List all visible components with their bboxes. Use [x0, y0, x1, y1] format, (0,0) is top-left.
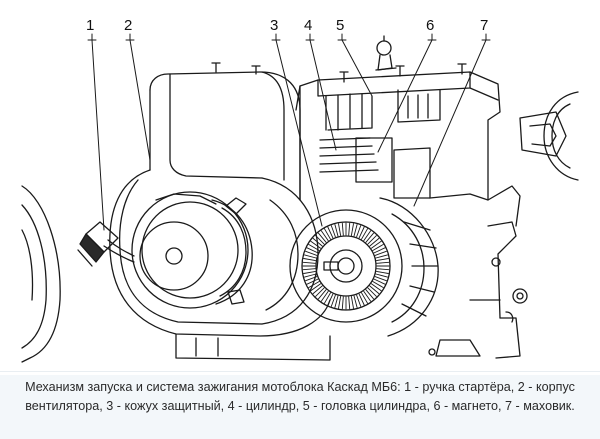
- grille-slot: [317, 289, 327, 300]
- grille-slot: [315, 287, 325, 297]
- callout-label-6: 6: [426, 17, 434, 34]
- grille-slot: [373, 247, 386, 254]
- grille-slot: [305, 276, 318, 282]
- grille-slot: [306, 278, 319, 285]
- grille-slot: [372, 244, 384, 251]
- cylinder-block: [211, 35, 501, 201]
- left-cover-part: [21, 185, 61, 363]
- pointer-lines: [87, 33, 491, 231]
- grille-slot: [361, 228, 368, 240]
- grille-slot: [315, 235, 325, 245]
- grille-slot: [330, 294, 336, 307]
- grille-slot: [369, 237, 380, 247]
- grille-slot: [356, 225, 362, 238]
- grille-slot: [320, 230, 329, 242]
- grille-slot: [302, 268, 316, 271]
- caption-text: Механизм запуска и система зажигания мот…: [25, 380, 575, 413]
- grille-slot: [310, 283, 322, 292]
- engine-diagram: 1 2 3 4 5 6 7: [0, 17, 600, 372]
- recoil-starter: [131, 191, 253, 309]
- grille-slot: [304, 273, 317, 278]
- grille-slot: [348, 296, 351, 310]
- grille-slot: [374, 250, 387, 256]
- grille-slot: [376, 261, 390, 264]
- callout-label-7: 7: [480, 17, 488, 34]
- fan-housing: [109, 71, 331, 361]
- callout-label-5: 5: [336, 17, 344, 34]
- grille-slot: [367, 287, 377, 297]
- grille-slot: [374, 276, 387, 282]
- callout-label-4: 4: [304, 17, 312, 34]
- grille-slot: [376, 258, 389, 262]
- grille-slot: [327, 226, 334, 239]
- grille-slot: [334, 295, 339, 308]
- grille-slot: [338, 223, 342, 236]
- grille-slot: [375, 273, 388, 278]
- grille-slot: [303, 258, 316, 262]
- grille-slot: [365, 289, 375, 300]
- grille-slot: [358, 293, 365, 306]
- grille-slot: [367, 235, 377, 245]
- grille-slot: [376, 270, 389, 274]
- grille-slot: [358, 226, 365, 239]
- grille-slot: [320, 290, 329, 302]
- grille-slot: [372, 281, 384, 288]
- grille-slot: [317, 232, 327, 243]
- grille-slot: [350, 296, 354, 309]
- grille-slot: [302, 261, 316, 264]
- grille-slot: [327, 293, 334, 306]
- grille-slot: [312, 237, 323, 247]
- grille-slot: [353, 295, 358, 308]
- starter-handle: [77, 221, 135, 267]
- grille-slot: [330, 225, 336, 238]
- grille-slot: [348, 222, 351, 236]
- grille-slot: [376, 268, 390, 271]
- callout-label-3: 3: [270, 17, 278, 34]
- grille-slot: [308, 244, 320, 251]
- grille-slot: [303, 270, 316, 274]
- grille-slot: [370, 240, 382, 249]
- grille-slot: [304, 254, 317, 259]
- grille-slot: [310, 240, 322, 249]
- grille-slot: [341, 296, 344, 310]
- crankcase: [428, 185, 528, 359]
- grille-slot: [369, 285, 380, 295]
- grille-slot: [361, 292, 368, 304]
- grille-slot: [324, 292, 331, 304]
- grille-slot: [305, 250, 318, 256]
- grille-slot: [341, 222, 344, 236]
- grille-slot: [356, 294, 362, 307]
- grille-slot: [365, 232, 375, 243]
- callout-label-1: 1: [86, 17, 94, 34]
- figure-caption: Механизм запуска и система зажигания мот…: [0, 375, 600, 439]
- grille-slot: [363, 230, 372, 242]
- grille-slot: [308, 281, 320, 288]
- grille-slot: [334, 224, 339, 237]
- grille-slot: [338, 296, 342, 309]
- grille-slot: [363, 290, 372, 302]
- flywheel-grille: [302, 222, 390, 310]
- right-pulley-part: [519, 91, 579, 181]
- flywheel: [289, 197, 439, 337]
- grille-slot: [370, 283, 382, 292]
- grille-slot: [324, 228, 331, 240]
- callout-label-2: 2: [124, 17, 132, 34]
- grille-slot: [353, 224, 358, 237]
- engine-drawing: 1 2 3 4 5 6 7: [21, 17, 579, 363]
- grille-slot: [350, 223, 354, 236]
- grille-slot: [375, 254, 388, 259]
- grille-slot: [373, 278, 386, 285]
- grille-slot: [312, 285, 323, 295]
- grille-slot: [306, 247, 319, 254]
